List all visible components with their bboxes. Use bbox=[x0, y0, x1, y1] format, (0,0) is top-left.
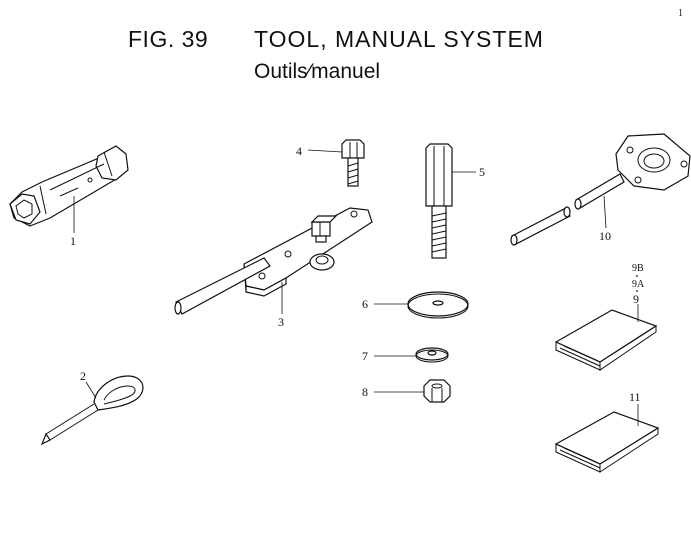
part-4-bolt bbox=[307, 139, 365, 187]
callout-10: 10 bbox=[599, 229, 611, 243]
page-number: 1 bbox=[678, 8, 683, 19]
callout-4: 4 bbox=[296, 144, 302, 158]
part-1-box-spanner bbox=[9, 145, 129, 233]
part-10-pin-spanner bbox=[510, 133, 691, 246]
callout-11: 11 bbox=[629, 390, 641, 404]
part-11-booklet bbox=[554, 404, 660, 473]
callout-9: 9 bbox=[633, 292, 639, 306]
part-6-large-washer bbox=[374, 291, 469, 319]
callout-3: 3 bbox=[278, 315, 284, 329]
part-9-manual bbox=[554, 304, 658, 371]
part-5-stud bbox=[425, 143, 476, 259]
callout-labels: 1 2 3 4 5 6 7 8 9 9A 9B 10 11 bbox=[70, 144, 645, 404]
part-7-small-washer bbox=[374, 347, 449, 363]
callout-8: 8 bbox=[362, 385, 368, 399]
figure-number: FIG. 39 bbox=[128, 26, 209, 52]
callout-7: 7 bbox=[362, 349, 368, 363]
callout-9b: 9B bbox=[632, 263, 644, 274]
figure-subtitle: Outils∕manuel bbox=[254, 60, 381, 83]
part-3-adjuster-tool bbox=[174, 207, 373, 315]
part-8-nut bbox=[374, 379, 451, 403]
figure-title: TOOL, MANUAL SYSTEM bbox=[254, 26, 544, 52]
callout-6: 6 bbox=[362, 297, 368, 311]
callout-1: 1 bbox=[70, 234, 76, 248]
part-2-split-pin bbox=[40, 375, 144, 446]
callout-5: 5 bbox=[479, 165, 485, 179]
callout-9a: 9A bbox=[632, 279, 645, 290]
callout-2: 2 bbox=[80, 369, 86, 383]
